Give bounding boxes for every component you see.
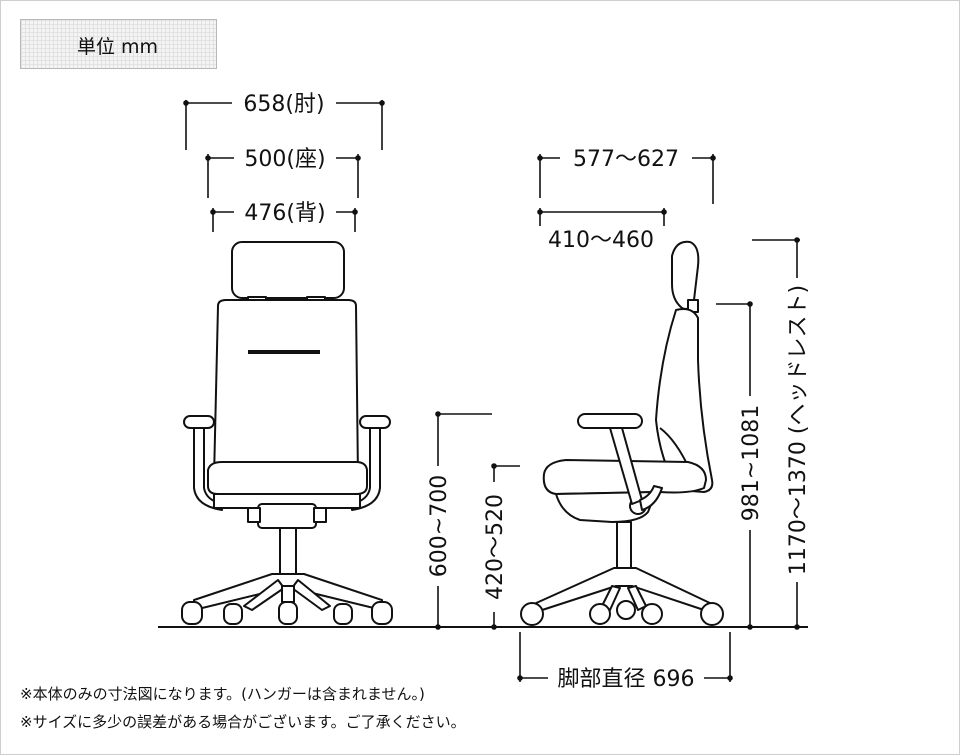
dim-back-height [716,301,753,630]
backrest-side [655,308,714,493]
headrest-side [671,240,700,310]
headrest-front [231,241,345,299]
caster-side-4 [641,603,663,625]
label-headrest-height: 1170～1370 (ヘッドレスト) [786,285,811,575]
caster-front-3 [278,601,298,625]
dim-armrest-width [183,100,385,150]
gas-lift-side [616,521,632,571]
chair-front-view [181,241,393,625]
label-armrest-width: 658(肘) [243,92,324,117]
caster-front-5 [371,601,393,625]
label-back-height: 981~1081 [739,405,764,521]
dim-seat-width [205,154,361,198]
caster-front-1 [181,601,203,625]
dim-seat-height [491,463,520,630]
note-line-1: ※本体のみの寸法図になります。(ハンガーは含まれません。) [20,685,425,703]
armrest-pad-right [359,415,391,429]
dim-back-width [210,208,358,232]
chair-side-view [520,240,724,626]
armrest-side-joint [639,485,663,511]
dim-seat-depth [537,208,667,226]
label-base-diameter: 脚部直径 696 [558,667,695,692]
gas-lift-front [279,527,297,575]
caster-front-4 [333,603,353,625]
lever-right [313,507,327,523]
dim-base-diameter [517,632,733,682]
label-seat-width: 500(座) [244,147,325,172]
armrest-pad-left [183,415,215,429]
note-line-2: ※サイズに多少の誤差がある場合がございます。ご了承ください。 [20,713,466,731]
unit-label: 単位 mm [77,36,159,58]
caster-side-5 [700,602,724,626]
lever-left [247,507,261,523]
caster-front-2 [223,603,243,625]
unit-box: 単位 mm [20,19,217,69]
base-side-leg-right [627,585,647,611]
label-back-width: 476(背) [244,201,325,226]
dimensions: 658(肘) 500(座) 476(背) 577～627 410～460 600… [183,92,811,692]
dim-armrest-height [435,411,492,630]
seat-front [207,461,368,495]
armrest-support-right [351,427,381,511]
label-seat-depth: 410～460 [548,228,654,253]
backrest-front [213,299,359,479]
caster-side-2 [589,603,611,625]
dim-depth-max [537,154,716,204]
armrest-side-pad [577,413,643,429]
label-seat-height: 420～520 [483,494,508,600]
dim-headrest-height [752,237,800,630]
caster-side-1 [520,602,544,626]
label-depth-max: 577～627 [573,147,679,172]
caster-side-3 [616,600,636,620]
base-leg-center [281,585,295,603]
label-armrest-height: 600~700 [427,475,452,577]
mechanism-box-front [257,503,317,529]
